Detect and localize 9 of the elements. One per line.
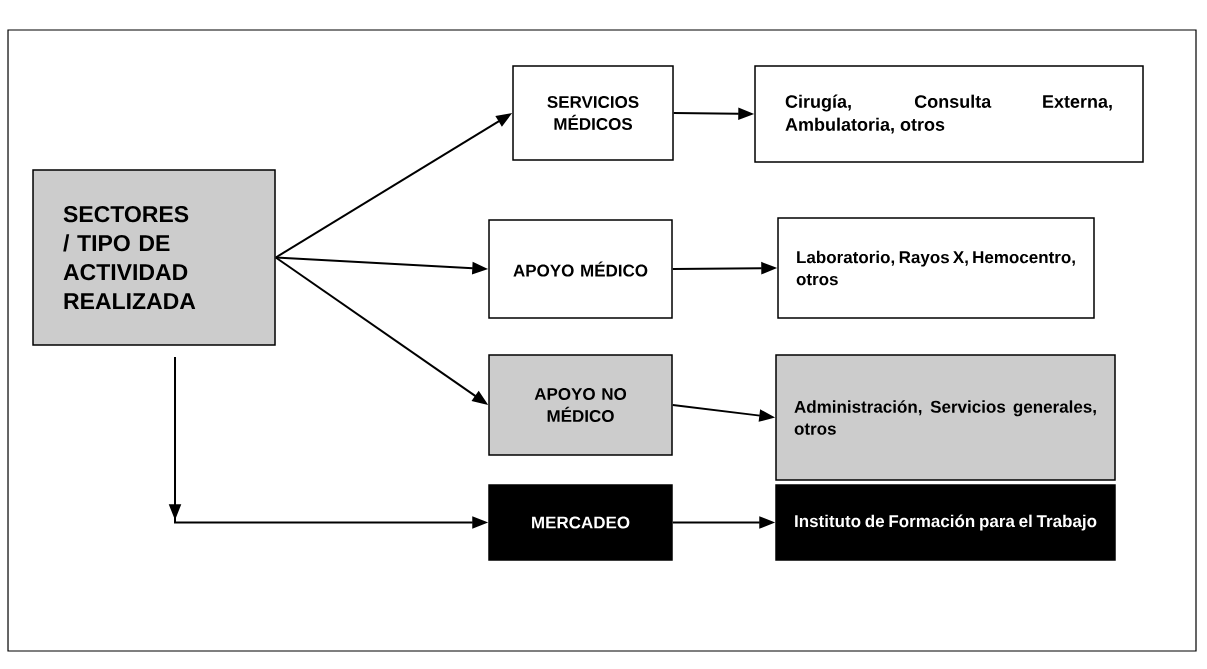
detail-box: Instituto de Formación para el Trabajo — [775, 484, 1116, 561]
detail-box: Administración, Servicios generales, otros — [775, 354, 1116, 481]
detail-box: Cirugía, Consulta Externa, Ambulatoria, otros — [754, 65, 1144, 163]
category-box: SERVICIOS MÉDICOS — [512, 65, 674, 161]
category-box: APOYO NO MÉDICO — [488, 354, 673, 456]
category-box: APOYO MÉDICO — [488, 219, 673, 319]
category-box: MERCADEO — [488, 484, 673, 561]
category-box: SECTORES / TIPO DE ACTIVIDAD REALIZADA — [32, 169, 276, 346]
detail-box: Laboratorio, Rayos X, Hemocentro, otros — [777, 217, 1095, 319]
